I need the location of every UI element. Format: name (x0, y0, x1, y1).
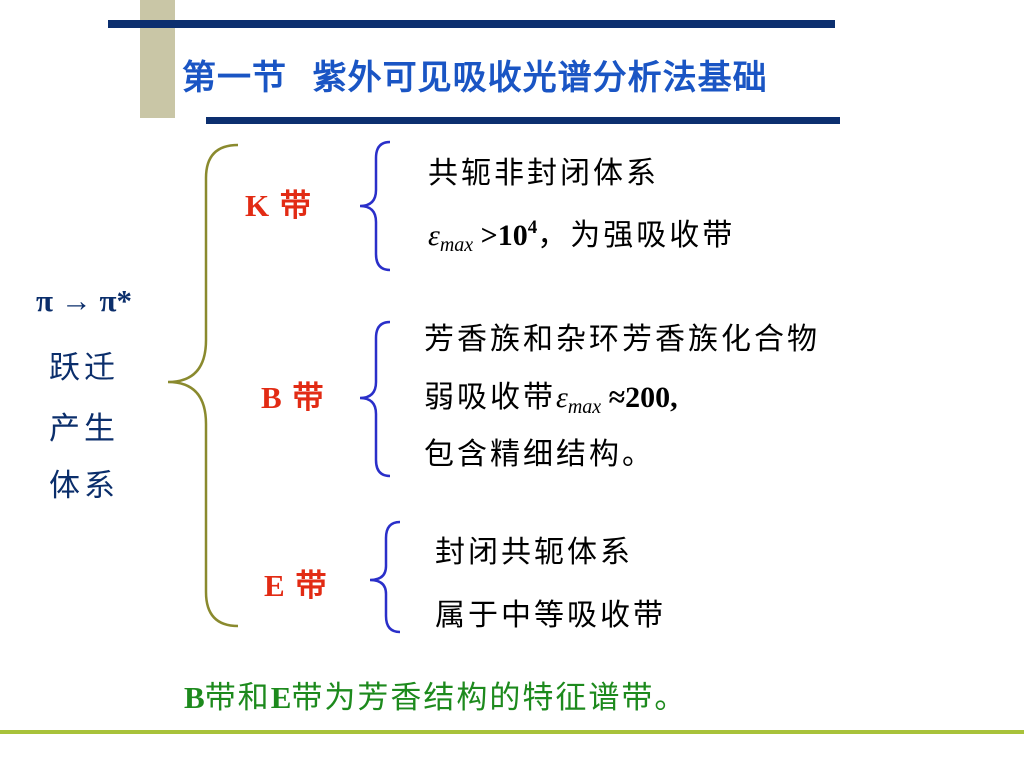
k-epsilon-subscript: max (439, 234, 474, 256)
left-line-3: 体系 (49, 468, 119, 504)
slide-title: 第一节 紫外可见吸收光谱分析法基础 (182, 58, 768, 98)
summary-text: B带和E带为芳香结构的特征谱带。 (184, 672, 687, 717)
k-band-desc-2-text: ，为强吸收带 (537, 218, 736, 253)
summary-b-letter: B (184, 680, 205, 715)
k-epsilon-symbol: ε (428, 219, 440, 252)
title-bottom-rule (206, 117, 840, 124)
left-line-2: 产生 (49, 411, 119, 447)
summary-part-2: 带为芳香结构的特征谱带。 (291, 680, 688, 716)
transition-label: π → π* (36, 283, 132, 318)
b-band-desc-2-text: 弱吸收带 (424, 380, 556, 415)
b-band-letter: B (261, 380, 282, 415)
b-epsilon-value: ≈200 (601, 381, 671, 414)
left-line-1: 跃迁 (49, 350, 119, 386)
footer-rule (0, 730, 1024, 734)
e-band-letter: E (264, 568, 285, 603)
e-band-desc-1: 封闭共轭体系 (435, 535, 633, 570)
k-brace (359, 140, 391, 272)
k-band-desc-2: εmax >104，为强吸收带 (428, 210, 735, 257)
b-band-desc-3: 包含精细结构。 (424, 437, 655, 472)
b-band-desc-2-tail: , (670, 381, 678, 414)
b-epsilon-subscript: max (567, 396, 602, 418)
b-band-desc-1: 芳香族和杂环芳香族化合物 (424, 322, 820, 357)
title-top-rule (108, 20, 835, 28)
k-epsilon-exponent: 4 (527, 217, 538, 238)
b-band-suffix: 带 (281, 380, 324, 416)
e-band-desc-2: 属于中等吸收带 (435, 598, 666, 633)
b-band-desc-2: 弱吸收带εmax ≈200, (424, 372, 678, 419)
e-band-suffix: 带 (284, 568, 327, 604)
k-band-label: K 带 (245, 180, 311, 225)
k-band-letter: K (245, 188, 270, 223)
e-band-label: E 带 (264, 560, 326, 605)
summary-e-letter: E (270, 680, 292, 715)
k-band-desc-1: 共轭非封闭体系 (428, 156, 659, 191)
summary-part-1: 带和 (204, 680, 271, 716)
e-brace (369, 520, 401, 634)
b-brace (359, 320, 391, 478)
k-epsilon-value: >10 (473, 219, 528, 252)
b-epsilon-symbol: ε (556, 381, 568, 414)
k-band-suffix: 带 (269, 188, 311, 224)
big-brace (167, 143, 239, 628)
b-band-label: B 带 (261, 372, 323, 417)
title-accent-bar (140, 0, 175, 118)
